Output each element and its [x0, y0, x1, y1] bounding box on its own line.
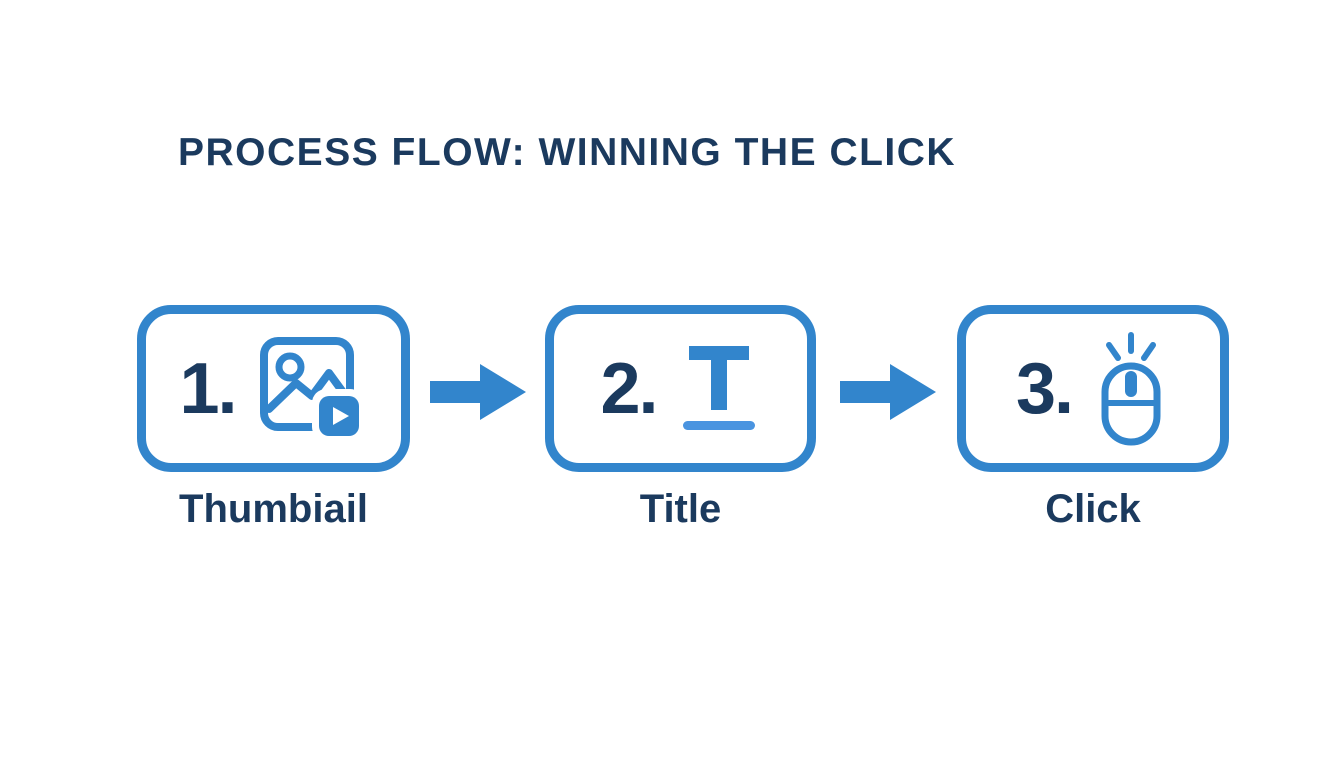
- step-label-thumbnail: Thumbiail: [179, 487, 368, 531]
- step-number-3: 3.: [1015, 348, 1074, 429]
- title-text-icon: [682, 345, 755, 430]
- video-thumbnail-icon: [259, 336, 364, 441]
- page-title: PROCESS FLOW: WINNING THE CLICK: [178, 131, 957, 174]
- mouse-click-icon: [1101, 331, 1161, 445]
- step-box-thumbnail: 1.: [137, 305, 410, 472]
- step-label-title: Title: [639, 487, 722, 531]
- arrow-right-icon: [430, 364, 526, 420]
- step-label-click: Click: [1045, 487, 1141, 531]
- step-number-2: 2.: [600, 348, 658, 429]
- arrow-right-icon: [840, 364, 936, 420]
- step-box-click: 3.: [957, 305, 1229, 472]
- step-box-title: 2.: [545, 305, 816, 472]
- step-number-1: 1.: [179, 348, 237, 429]
